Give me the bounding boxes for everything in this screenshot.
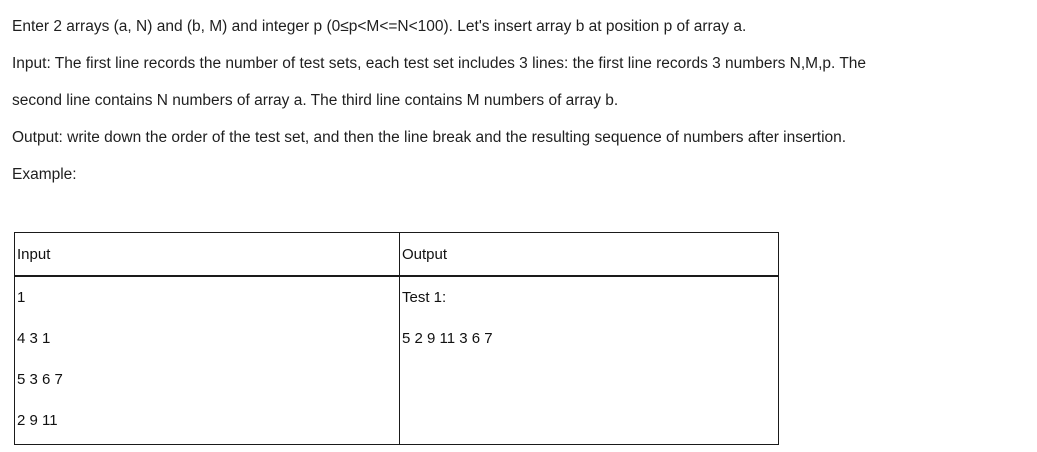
output-description: Output: write down the order of the test… — [12, 129, 847, 146]
input-line: 4 3 1 — [17, 330, 51, 347]
output-line: 5 2 9 11 3 6 7 — [402, 330, 493, 347]
input-description-line-2: second line contains N numbers of array … — [12, 92, 619, 109]
input-line: 1 — [17, 289, 26, 306]
output-column-header: Output — [399, 232, 779, 277]
example-label: Example: — [12, 166, 77, 183]
input-column-header: Input — [14, 232, 400, 277]
input-description-line-1: Input: The first line records the number… — [12, 55, 867, 72]
input-cell: 1 4 3 1 5 3 6 7 2 9 11 — [14, 276, 400, 445]
table-header-row: Input Output — [14, 232, 779, 277]
input-line: 5 3 6 7 — [17, 371, 63, 388]
problem-description: Enter 2 arrays (a, N) and (b, M) and int… — [12, 0, 1027, 193]
output-cell: Test 1: 5 2 9 11 3 6 7 — [399, 276, 779, 445]
table-row: 1 4 3 1 5 3 6 7 2 9 11 Test 1: 5 2 9 11 … — [14, 276, 779, 445]
example-table: Input Output 1 4 3 1 5 3 6 7 2 9 11 Test… — [14, 232, 779, 445]
problem-statement: Enter 2 arrays (a, N) and (b, M) and int… — [12, 18, 747, 35]
input-line: 2 9 11 — [17, 412, 58, 429]
output-line: Test 1: — [402, 289, 447, 306]
